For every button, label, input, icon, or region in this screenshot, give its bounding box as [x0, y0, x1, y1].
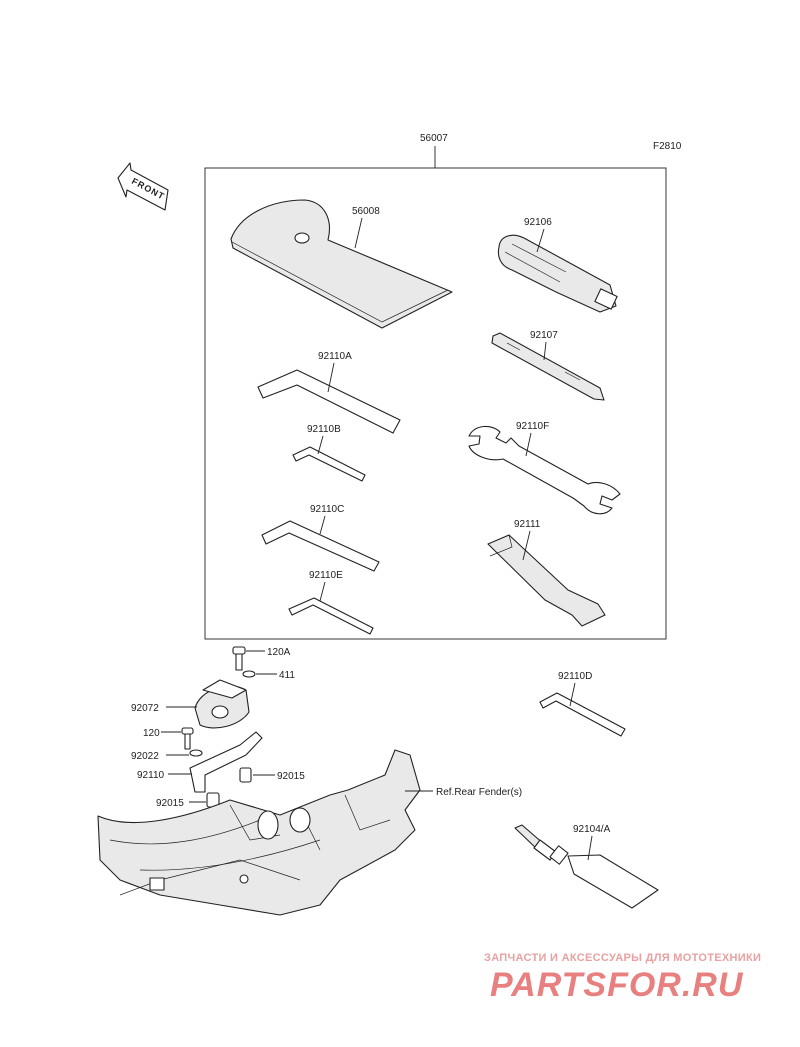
label-92110E: 92110E [309, 570, 343, 581]
label-120: 120 [143, 728, 160, 739]
threadlock-tube-92104A [514, 824, 659, 909]
holder-92072 [194, 679, 250, 729]
label-411: 411 [279, 670, 295, 681]
rear-fender-reference [97, 749, 421, 916]
label-92111: 92111 [514, 519, 541, 530]
bolt-120 [181, 727, 194, 750]
tool-kit-box [204, 167, 667, 640]
screwdriver-bit-92107 [491, 332, 605, 401]
figure-code: F2810 [653, 141, 682, 152]
label-120A: 120A [267, 647, 291, 658]
label-56007: 56007 [420, 133, 448, 144]
label-92110C: 92110C [310, 504, 344, 515]
bracket-92110 [189, 731, 263, 793]
label-92015-right: 92015 [277, 771, 305, 782]
bolt-120A [232, 646, 246, 671]
front-arrow-icon: FRONT [117, 162, 169, 211]
label-92110B: 92110B [307, 424, 341, 435]
tool-bag-56008 [230, 199, 453, 329]
hex-key-92110C [261, 520, 380, 572]
label-56008: 56008 [352, 206, 380, 217]
label-ref-rear-fender: Ref.Rear Fender(s) [436, 787, 522, 798]
label-92110A: 92110A [318, 351, 352, 362]
label-92015-left: 92015 [156, 798, 184, 809]
label-92110F: 92110F [516, 421, 549, 432]
label-92106: 92106 [524, 217, 552, 228]
tire-lever-92111 [487, 534, 606, 627]
label-92022: 92022 [131, 751, 159, 762]
hex-key-92110D [539, 692, 626, 737]
label-92110: 92110 [137, 770, 165, 781]
label-92110D: 92110D [558, 671, 592, 682]
clip-411 [242, 670, 256, 678]
collar-92015-right [239, 767, 252, 783]
hex-key-92110A [257, 369, 401, 434]
hex-key-92110E [288, 597, 374, 635]
watermark-logo[interactable]: PARTSFOR.RU [490, 966, 744, 1004]
screwdriver-handle-92106 [497, 234, 618, 313]
wrench-92110F [468, 425, 621, 515]
hex-key-92110B [292, 446, 366, 482]
washer-92022 [189, 749, 203, 757]
label-92107: 92107 [530, 330, 558, 341]
label-92072: 92072 [131, 703, 159, 714]
watermark-tagline: ЗАПЧАСТИ И АКСЕССУАРЫ ДЛЯ МОТОТЕХНИКИ [484, 952, 762, 964]
label-92104A: 92104/A [573, 824, 611, 835]
